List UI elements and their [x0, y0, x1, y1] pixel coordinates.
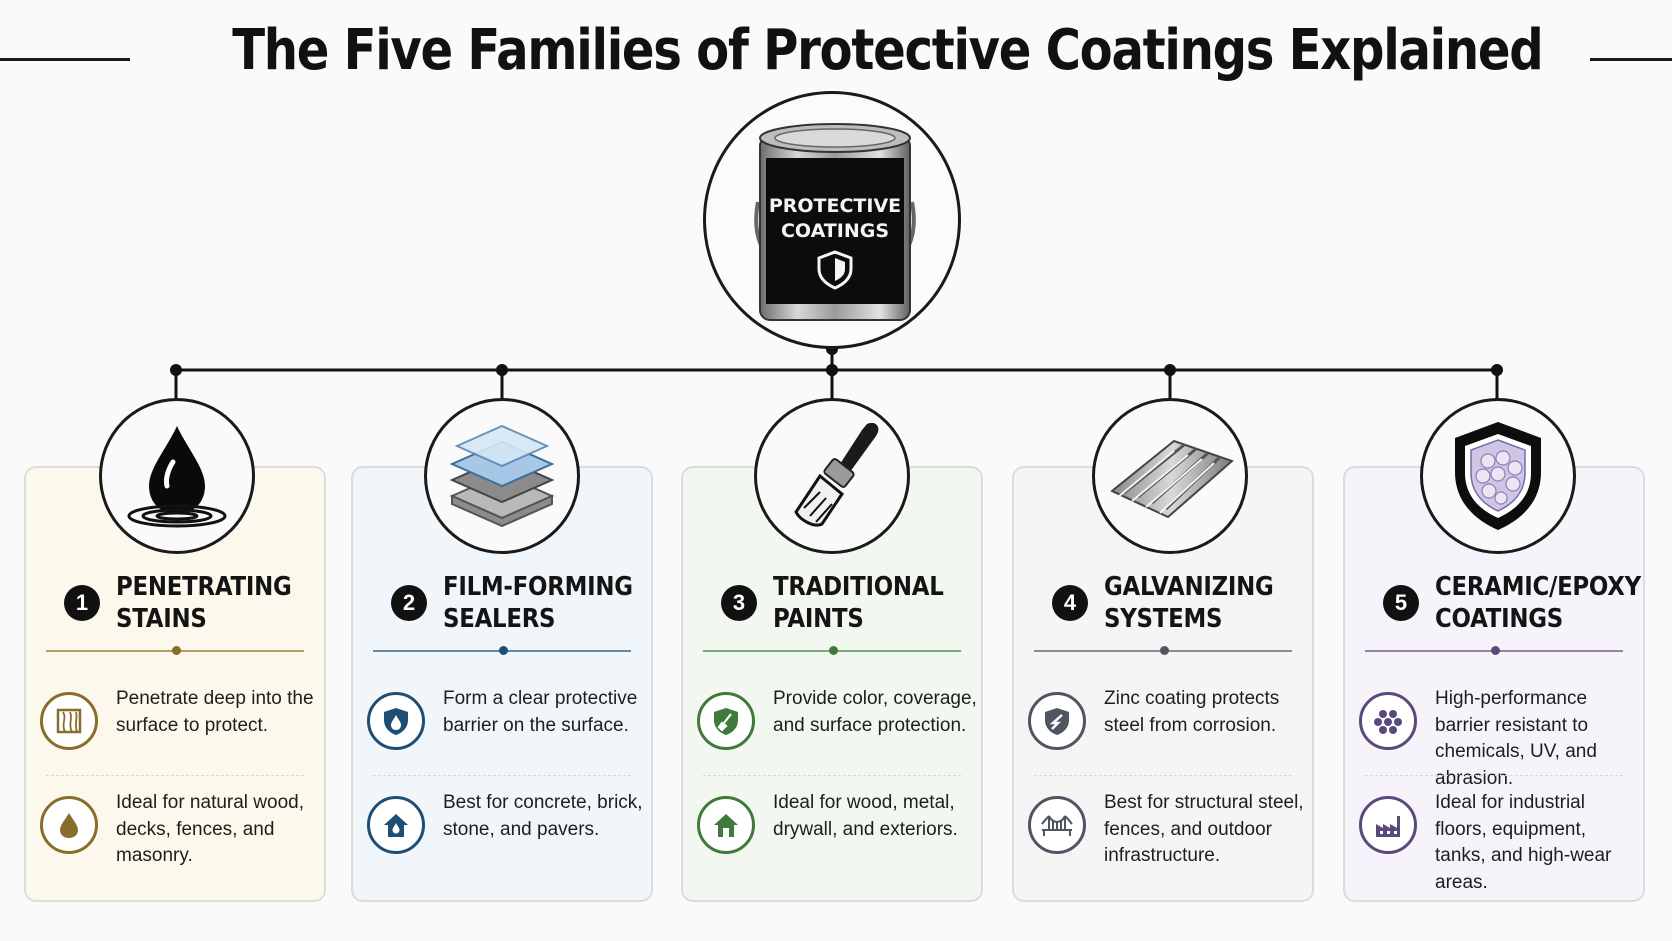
- use-text: Ideal for wood, metal, drywall, and exte…: [773, 792, 958, 840]
- ceramic-shield-icon: [1443, 416, 1553, 536]
- family-title: PENETRATING STAINS: [116, 572, 292, 634]
- house-icon: [697, 796, 755, 854]
- use-text: Best for concrete, brick, stone, and pav…: [443, 792, 643, 840]
- header-divider-dot: [1160, 646, 1169, 655]
- use-text: Ideal for industrial floors, equipment, …: [1435, 792, 1612, 893]
- row-divider: [46, 775, 304, 776]
- corrugated-steel-icon: [1102, 421, 1238, 531]
- paintbrush-icon: [772, 416, 892, 536]
- factory-icon: [1359, 796, 1417, 854]
- wood-grain-icon: [40, 692, 98, 750]
- row-divider: [703, 775, 961, 776]
- header-divider-dot: [499, 646, 508, 655]
- header-divider-dot: [1491, 646, 1500, 655]
- use-text: Ideal for natural wood, decks, fences, a…: [116, 792, 305, 866]
- family-title: TRADITIONAL PAINTS: [773, 572, 944, 634]
- card-header: 2 FILM-FORMING SEALERS: [391, 571, 641, 641]
- card-header: 5 CERAMIC/EPOXY COATINGS: [1383, 571, 1641, 641]
- header-divider-dot: [172, 646, 181, 655]
- description-text: Form a clear protective barrier on the s…: [443, 688, 638, 736]
- title-bar: The Five Families of Protective Coatings…: [0, 8, 1672, 98]
- family-title: FILM-FORMING SEALERS: [443, 572, 633, 634]
- row-divider: [1034, 775, 1292, 776]
- family-title: CERAMIC/EPOXY COATINGS: [1435, 572, 1641, 634]
- family-icon-circle-1: [99, 398, 255, 554]
- page-title: The Five Families of Protective Coatings…: [232, 18, 1544, 83]
- card-header: 3 TRADITIONAL PAINTS: [721, 571, 971, 641]
- title-rule-right: [1590, 58, 1672, 61]
- family-number: 5: [1383, 585, 1419, 621]
- description-text: High-performance barrier resistant to ch…: [1435, 688, 1597, 789]
- card-header: 1 PENETRATING STAINS: [64, 571, 314, 641]
- family-title: GALVANIZING SYSTEMS: [1104, 572, 1274, 634]
- row-divider: [373, 775, 631, 776]
- family-icon-circle-3: [754, 398, 910, 554]
- family-number: 3: [721, 585, 757, 621]
- description-text: Zinc coating protects steel from corrosi…: [1104, 688, 1280, 736]
- description-text: Penetrate deep into the surface to prote…: [116, 688, 314, 736]
- family-number: 4: [1052, 585, 1088, 621]
- shield-drop-icon: [367, 692, 425, 750]
- hexagon-cluster-icon: [1359, 692, 1417, 750]
- card-header: 4 GALVANIZING SYSTEMS: [1052, 571, 1302, 641]
- row-divider: [1365, 775, 1623, 776]
- paint-can-icon: PROTECTIVE COATINGS: [754, 123, 916, 321]
- family-card-5: 5 CERAMIC/EPOXY COATINGS High-performanc…: [1343, 466, 1645, 902]
- family-icon-circle-2: [424, 398, 580, 554]
- family-number: 1: [64, 585, 100, 621]
- family-number: 2: [391, 585, 427, 621]
- hub-label-line2: COATINGS: [781, 220, 889, 242]
- shield-bolt-icon: [1028, 692, 1086, 750]
- house-drop-icon: [367, 796, 425, 854]
- family-icon-circle-4: [1092, 398, 1248, 554]
- family-icon-circle-5: [1420, 398, 1576, 554]
- description-text: Provide color, coverage, and surface pro…: [773, 688, 977, 736]
- bridge-icon: [1028, 796, 1086, 854]
- drop-icon: [40, 796, 98, 854]
- hub-label-line1: PROTECTIVE: [769, 195, 901, 217]
- title-rule-left: [0, 58, 130, 61]
- header-divider-dot: [829, 646, 838, 655]
- shield-brush-icon: [697, 692, 755, 750]
- hub-circle: PROTECTIVE COATINGS: [703, 91, 961, 349]
- layers-icon: [437, 416, 567, 536]
- oil-drop-icon: [117, 416, 237, 536]
- use-text: Best for structural steel, fences, and o…: [1104, 792, 1304, 866]
